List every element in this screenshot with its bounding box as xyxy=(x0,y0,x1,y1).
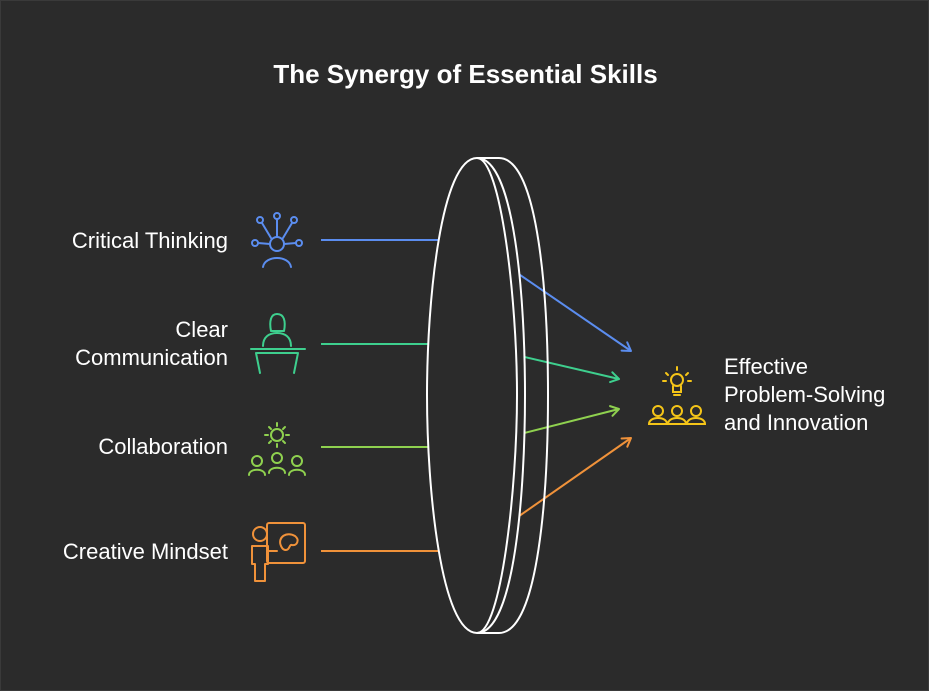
diagram-title: The Synergy of Essential Skills xyxy=(273,59,658,89)
input-label-line: Collaboration xyxy=(98,434,228,459)
input-label-line: Critical Thinking xyxy=(71,228,228,253)
lens-shape xyxy=(425,156,550,635)
input-label-creative-mindset: Creative Mindset xyxy=(63,538,228,566)
team-gear-icon xyxy=(248,422,306,476)
input-label-clear-communication: Clear Communication xyxy=(75,316,228,372)
input-label-line: Clear xyxy=(175,317,228,342)
output-label: Effective Problem-Solving and Innovation xyxy=(724,353,885,437)
input-label-line: Communication xyxy=(75,345,228,370)
output-label-line: Problem-Solving xyxy=(724,382,886,407)
input-label-collaboration: Collaboration xyxy=(98,433,228,461)
speaker-podium-icon xyxy=(250,313,306,374)
output-label-line: Effective xyxy=(724,354,808,379)
output-label-line: and Innovation xyxy=(724,410,869,435)
person-network-icon xyxy=(251,212,303,268)
artist-palette-icon xyxy=(251,522,306,582)
input-label-line: Creative Mindset xyxy=(62,539,228,564)
input-label-critical-thinking: Critical Thinking xyxy=(72,227,228,255)
team-idea-bulb-icon xyxy=(647,366,707,425)
